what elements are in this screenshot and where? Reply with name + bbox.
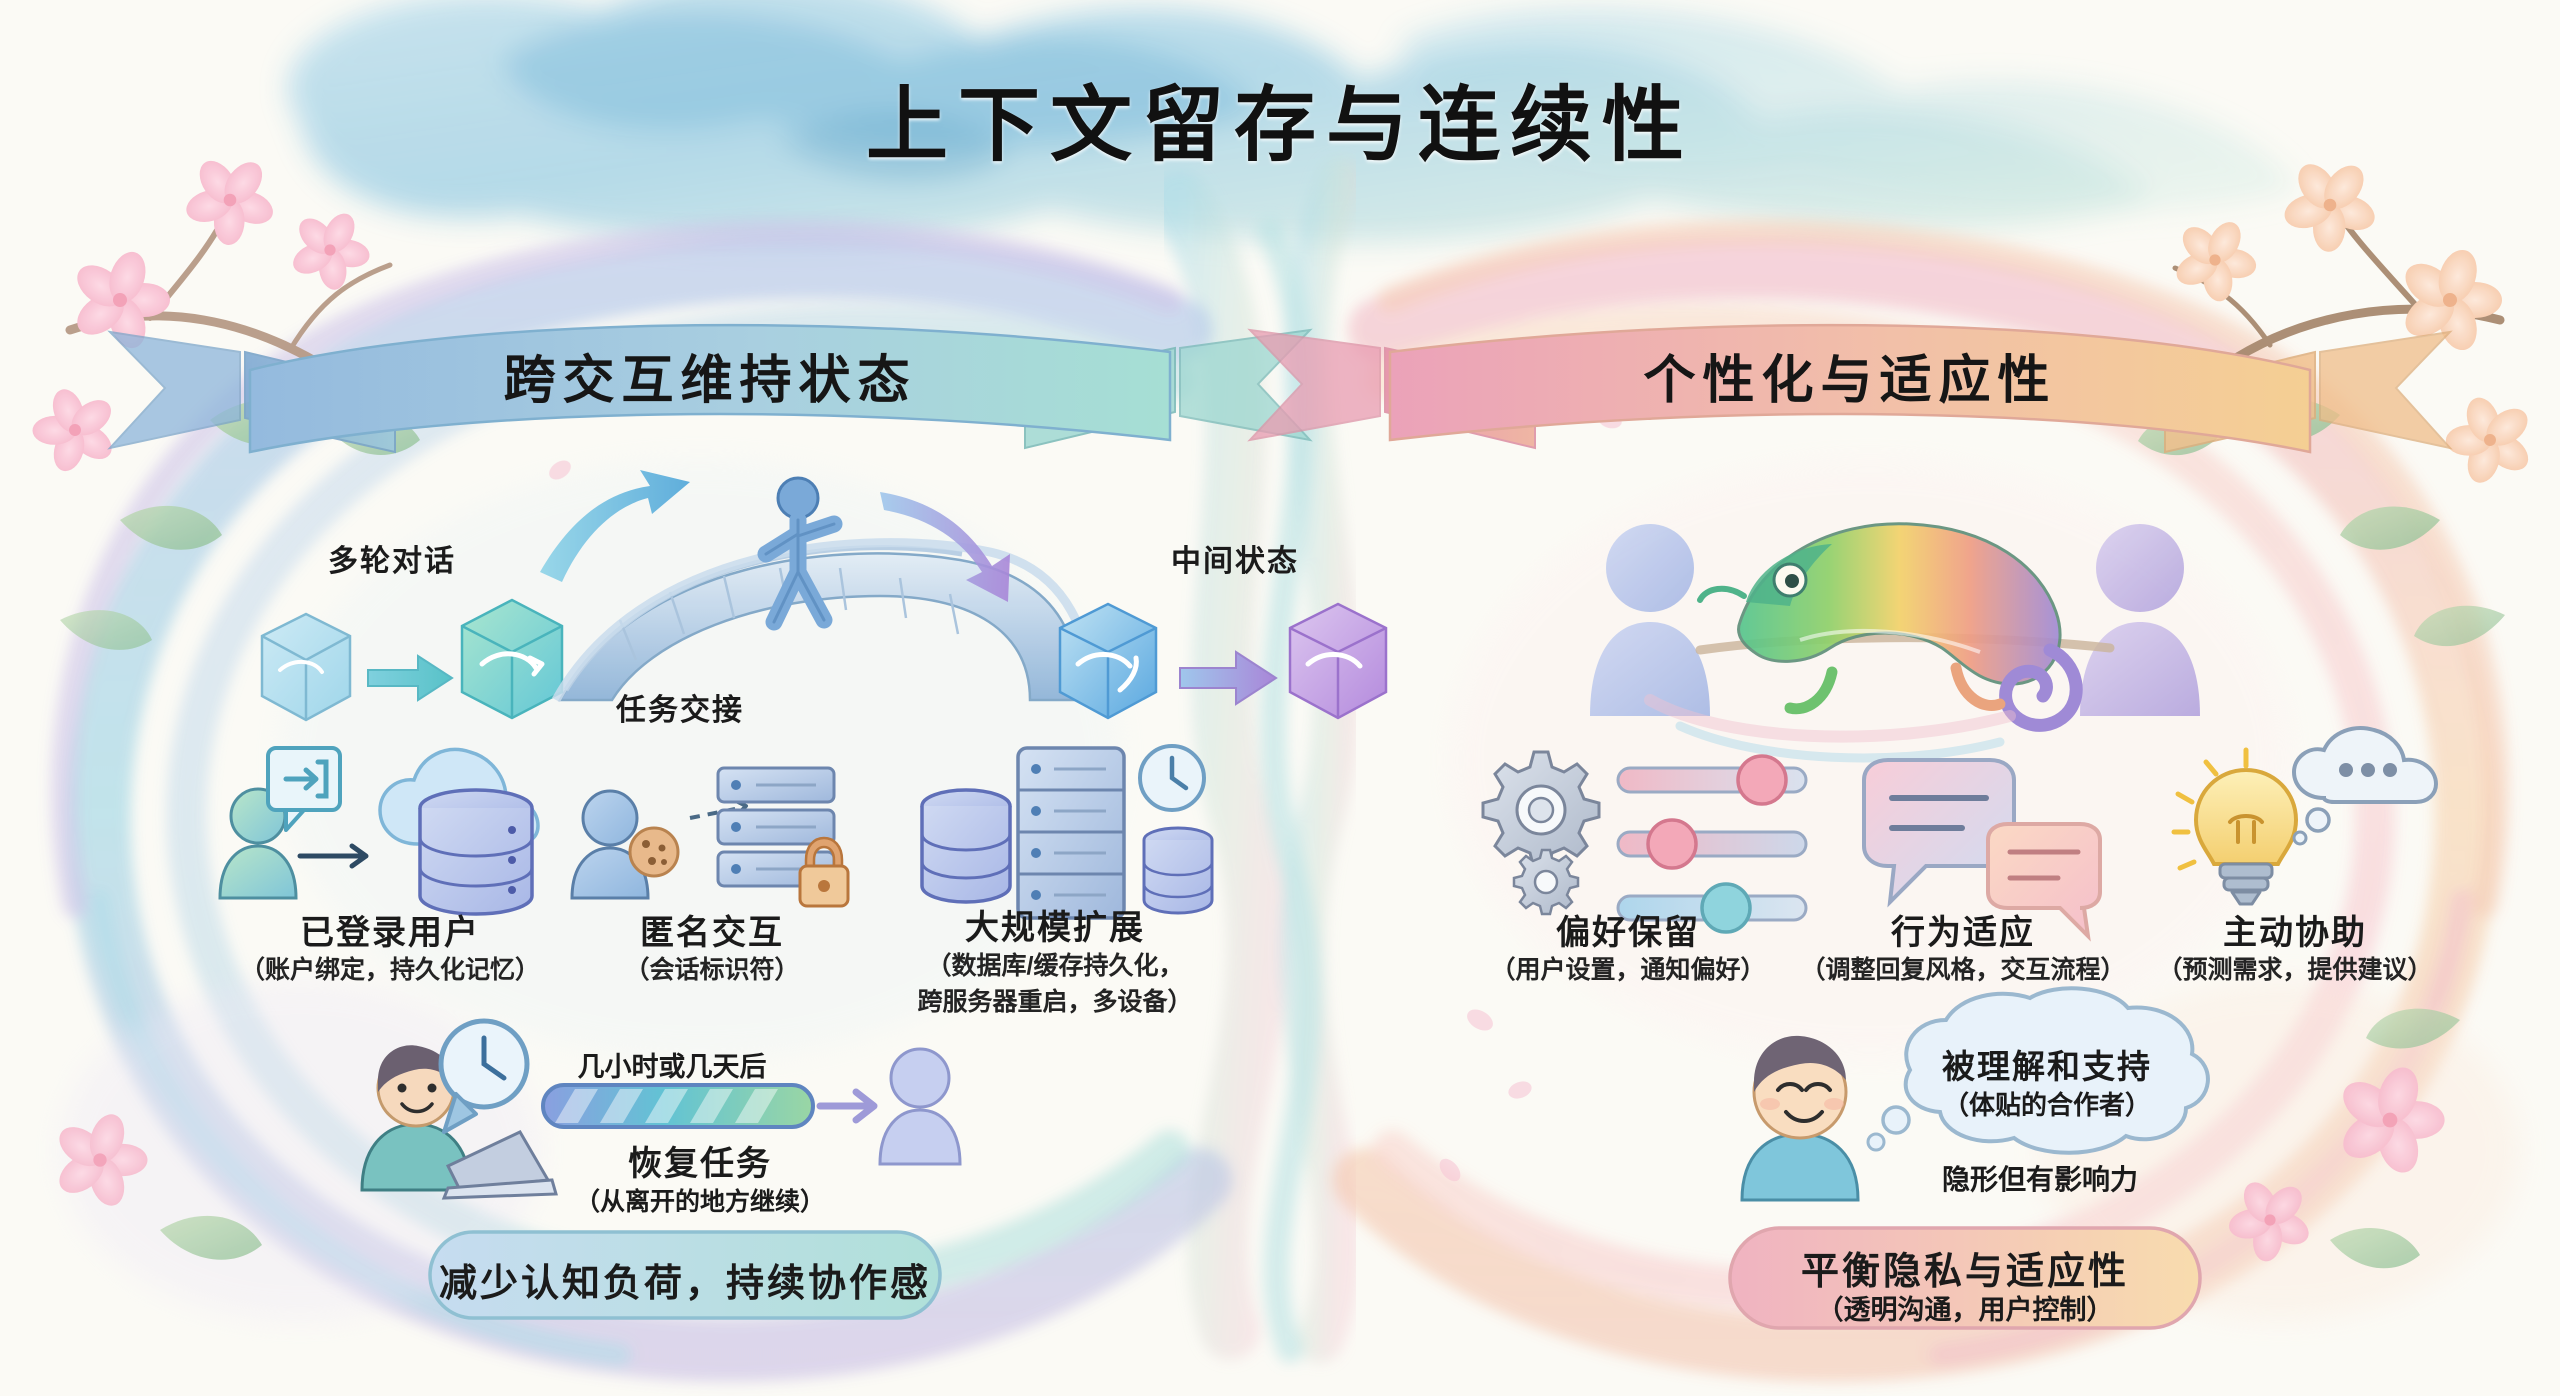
feature-sub-scale-line2: 跨服务器重启，多设备） xyxy=(917,988,1193,1016)
feature-proactive-icons xyxy=(2171,726,2439,906)
feature-sub-proactive: （预测需求，提供建议） xyxy=(2157,956,2433,984)
cube-icon-4 xyxy=(1288,602,1388,720)
right-pill-sub: （透明沟通，用户控制） xyxy=(1816,1295,2114,1325)
user-silhouette-left xyxy=(1590,524,1710,716)
arrow-right-icon-4 xyxy=(816,1088,878,1124)
bridge-label-left: 多轮对话 xyxy=(328,545,456,578)
database-icon xyxy=(418,788,534,916)
arrow-right-icon-3 xyxy=(297,843,369,869)
feature-sub-logged-in: （账户绑定，持久化记忆） xyxy=(239,956,541,984)
progress-bar-icon xyxy=(541,1083,815,1129)
gear-small-icon xyxy=(1512,848,1580,916)
feature-title-proactive: 主动协助 xyxy=(2223,914,2367,952)
thought-cloud-icon xyxy=(2291,726,2439,846)
arrow-right-icon-1 xyxy=(367,654,454,702)
lightbulb-icon xyxy=(2171,747,2299,906)
resume-top-label: 几小时或几天后 xyxy=(577,1052,767,1082)
clock-icon-2 xyxy=(438,1018,530,1134)
bubble-title: 被理解和支持 xyxy=(1942,1048,2152,1085)
chameleon-icon xyxy=(1697,522,2083,732)
page-title: 上下文留存与连续性 xyxy=(865,80,1695,171)
server-rack-icon xyxy=(1016,746,1126,920)
database-stack-icon xyxy=(1142,826,1214,915)
bridge-scene xyxy=(260,470,1388,722)
right-pill-title: 平衡隐私与适应性 xyxy=(1800,1251,2130,1293)
user-silhouette-right xyxy=(2080,524,2200,716)
walking-person-icon xyxy=(757,476,843,631)
feature-sub-behavior: （调整回复风格，交互流程） xyxy=(1800,956,2126,984)
resume-title: 恢复任务 xyxy=(628,1145,772,1183)
feature-title-scale: 大规模扩展 xyxy=(965,909,1145,947)
left-pill-shape xyxy=(428,1230,942,1320)
bridge-label-right: 中间状态 xyxy=(1171,545,1299,578)
left-bottom-blossoms xyxy=(59,1114,262,1260)
left-banner-label: 跨交互维持状态 xyxy=(503,352,917,410)
feature-title-anonymous: 匿名交互 xyxy=(640,914,784,952)
hero-chameleon-scene xyxy=(1590,522,2200,763)
gear-icon xyxy=(1481,750,1601,870)
feature-login-icons xyxy=(218,746,540,916)
chat-bubble-icon-2 xyxy=(1986,822,2102,942)
cube-icon-3 xyxy=(1058,602,1158,720)
bridge-label-bottom: 任务交接 xyxy=(616,694,744,727)
feature-sub-anonymous: （会话标识符） xyxy=(624,956,800,984)
arrow-right-icon-2 xyxy=(1179,650,1278,706)
feature-title-behavior: 行为适应 xyxy=(1891,914,2035,952)
feature-preference-icons xyxy=(1481,750,1808,934)
right-bottom-blossoms xyxy=(2228,1008,2460,1269)
top-cloud-decoration xyxy=(288,0,2300,245)
resume-illustration xyxy=(360,1018,962,1200)
bubble-footer: 隐形但有影响力 xyxy=(1941,1164,2139,1195)
curved-arrow-down-icon xyxy=(880,492,1010,602)
bubble-person-scene xyxy=(1740,986,2210,1202)
feature-title-logged-in: 已登录用户 xyxy=(300,914,480,952)
thought-bubble-icon xyxy=(1866,986,2210,1155)
clock-icon-1 xyxy=(1138,744,1206,812)
feature-behavior-icons xyxy=(1862,758,2102,942)
login-badge-icon xyxy=(266,746,342,832)
feature-title-preference: 偏好保留 xyxy=(1556,914,1700,952)
feature-scale-icons xyxy=(920,744,1214,920)
bubble-sub: （体贴的合作者） xyxy=(1942,1090,2152,1120)
right-pill-shape xyxy=(1728,1226,2202,1330)
feature-anon-icons xyxy=(570,766,850,908)
cube-icon-1 xyxy=(260,612,352,722)
resume-sub: （从离开的地方继续） xyxy=(574,1188,826,1216)
cookie-icon xyxy=(628,826,680,878)
feature-sub-preference: （用户设置，通知偏好） xyxy=(1490,956,1766,984)
right-banner-shape xyxy=(1247,323,2453,454)
right-banner-label: 个性化与适应性 xyxy=(1643,352,2057,410)
feature-sub-scale-line1: （数据库/缓存持久化， xyxy=(926,952,1184,980)
database-icon-2 xyxy=(920,788,1012,904)
lock-icon xyxy=(798,836,850,908)
sliders-icon xyxy=(1616,754,1808,934)
curved-arrow-up-icon xyxy=(540,470,690,582)
left-pill-label: 减少认知负荷，持续协作感 xyxy=(438,1263,932,1305)
